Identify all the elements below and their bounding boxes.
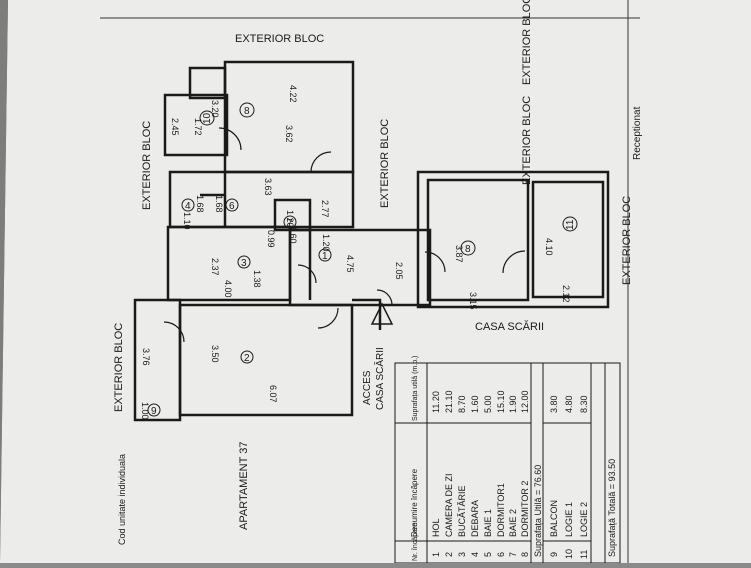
label-acces-casa: CASA SCĂRII bbox=[373, 347, 386, 410]
room-number-5: 6 bbox=[229, 201, 235, 212]
dim-4-00: 4.00 bbox=[223, 280, 233, 298]
table-row-1-nr: 1 bbox=[431, 552, 441, 557]
table-col-nr: Nr. încăpere bbox=[412, 523, 419, 561]
table-row-7-nr: 7 bbox=[508, 552, 518, 557]
room-number-8-upper: 8 bbox=[244, 106, 250, 117]
table-row-8-area: 12.00 bbox=[520, 390, 530, 413]
table-row-3-name: BUCĂTĂRIE bbox=[457, 485, 467, 537]
label-exterior-right-c: EXTERIOR BLOC bbox=[621, 196, 633, 285]
table-row-8-nr: 8 bbox=[520, 552, 530, 557]
label-exterior-left-lower: EXTERIOR BLOC bbox=[113, 323, 125, 412]
table-row-9-area: 3.80 bbox=[549, 395, 559, 413]
dim-0-99: 0.99 bbox=[266, 230, 276, 248]
room-number-10: 10 bbox=[202, 112, 213, 124]
dim-1-68-b: 1.68 bbox=[214, 195, 224, 213]
room-number-8-right: 8 bbox=[465, 244, 471, 255]
dim-3-15: 3.15 bbox=[468, 292, 478, 310]
room-number-4: 4 bbox=[185, 201, 191, 212]
room-number-2: 2 bbox=[244, 353, 250, 364]
label-header-fragment: Cod unitate individuala bbox=[117, 454, 127, 545]
table-row-2-nr: 2 bbox=[444, 552, 454, 557]
dim-3-76: 3.76 bbox=[141, 348, 151, 366]
table-row-10-area: 4.80 bbox=[564, 395, 574, 413]
table-row-11-nr: 11 bbox=[579, 550, 589, 559]
dim-2-77: 2.77 bbox=[320, 200, 330, 218]
dim-1-20-a: 1.20 bbox=[285, 210, 295, 228]
room-number-1: 1 bbox=[322, 251, 328, 262]
table-row-5-nr: 5 bbox=[483, 552, 493, 557]
dim-4-75: 4.75 bbox=[345, 255, 355, 273]
table-row-7-name: BAIE 2 bbox=[508, 509, 518, 537]
entry-arrow bbox=[370, 302, 394, 325]
dim-1-68-a: 1.68 bbox=[195, 195, 205, 213]
table-row-9-nr: 9 bbox=[549, 552, 559, 557]
label-acces: ACCES bbox=[362, 370, 373, 405]
table-row-5-name: BAIE 1 bbox=[483, 509, 493, 537]
dim-3-87: 3.87 bbox=[454, 245, 464, 263]
label-exterior-left-upper: EXTERIOR BLOC bbox=[141, 121, 153, 210]
table-row-1-area: 11.20 bbox=[431, 391, 441, 413]
room-number-9: 9 bbox=[151, 406, 157, 417]
table-row-6-area: 15.10 bbox=[496, 390, 506, 413]
dim-2-37: 2.37 bbox=[210, 258, 220, 276]
label-exterior-mid: EXTERIOR BLOC bbox=[379, 119, 391, 208]
table-row-7-area: 1.90 bbox=[508, 395, 518, 413]
dim-1-00: 1.00 bbox=[140, 402, 150, 420]
dimensions: 4.22 3.62 3.20 2.45 1.72 3.63 1.68 1.68 … bbox=[140, 85, 571, 420]
dim-3-20: 3.20 bbox=[210, 100, 220, 118]
dim-2-12: 2.12 bbox=[561, 285, 571, 303]
table-col-area: Suprafața utilă (m.p.) bbox=[412, 356, 419, 421]
label-casa-scarii: CASA SCĂRII bbox=[475, 320, 544, 333]
table-row-8-name: DORMITOR 2 bbox=[520, 481, 530, 537]
label-receptionat: Receptionat bbox=[632, 106, 643, 160]
table-row-9-name: BALCON bbox=[549, 500, 559, 537]
label-exterior-right-a: EXTERIOR BLOC bbox=[521, 0, 533, 85]
dim-1-10: 1.10 bbox=[182, 212, 192, 230]
room-number-7: 7 bbox=[287, 218, 293, 229]
paper-shadow bbox=[0, 0, 8, 563]
table-row-11-name: LOGIE 2 bbox=[579, 502, 589, 537]
dim-2-45: 2.45 bbox=[170, 118, 180, 136]
table-col-name: Denumire încăpere bbox=[410, 468, 419, 537]
dim-3-62: 3.62 bbox=[284, 125, 294, 143]
room-number-11: 11 bbox=[565, 219, 576, 230]
table-row-11-area: 8.30 bbox=[579, 395, 589, 413]
table-row-4-nr: 4 bbox=[470, 552, 480, 557]
dim-1-38: 1.38 bbox=[252, 270, 262, 288]
table-row-4-name: DEBARA bbox=[470, 500, 480, 537]
table-row-3-area: 8.70 bbox=[457, 395, 467, 413]
dim-1-20-b: 1.20 bbox=[321, 234, 331, 252]
dim-2-05: 2.05 bbox=[394, 262, 404, 280]
table-util-total: Suprafața Utilă = 76.60 bbox=[533, 465, 543, 557]
label-exterior-top: EXTERIOR BLOC bbox=[235, 33, 324, 45]
dim-1-60: 1.60 bbox=[288, 226, 298, 244]
room-number-3: 3 bbox=[241, 258, 247, 269]
table-row-3-nr: 3 bbox=[457, 552, 467, 557]
room-numbers: 8 10 6 4 7 1 3 2 8 11 9 bbox=[147, 102, 578, 417]
walls bbox=[133, 60, 610, 422]
door-swings bbox=[163, 127, 526, 343]
dim-4-10: 4.10 bbox=[544, 238, 554, 256]
table-row-6-name: DORMITOR1 bbox=[496, 483, 506, 537]
dim-1-72: 1.72 bbox=[193, 118, 203, 136]
label-exterior-right-b: EXTERIOR BLOC bbox=[521, 96, 533, 185]
dim-4-22: 4.22 bbox=[288, 85, 298, 103]
table-row-2-area: 21.10 bbox=[444, 390, 454, 413]
label-apartament: APARTAMENT 37 bbox=[238, 442, 250, 530]
table-grand-total: Suprafață Totală = 93.50 bbox=[607, 459, 617, 557]
table-row-10-nr: 10 bbox=[564, 549, 574, 559]
dim-6-07: 6.07 bbox=[268, 385, 278, 403]
table-row-6-nr: 6 bbox=[496, 552, 506, 557]
dim-3-50: 3.50 bbox=[210, 345, 220, 363]
table-row-1-name: HOL bbox=[431, 518, 441, 537]
table-row-10-name: LOGIE 1 bbox=[564, 502, 574, 537]
table-row-4-area: 1.60 bbox=[470, 395, 480, 413]
table-row-2-name: CAMERA DE ZI bbox=[444, 473, 454, 537]
area-table: Nr. încăpere Denumire încăpere Suprafața… bbox=[394, 356, 621, 564]
dim-3-63: 3.63 bbox=[263, 178, 273, 196]
table-row-5-area: 5.00 bbox=[483, 395, 493, 413]
